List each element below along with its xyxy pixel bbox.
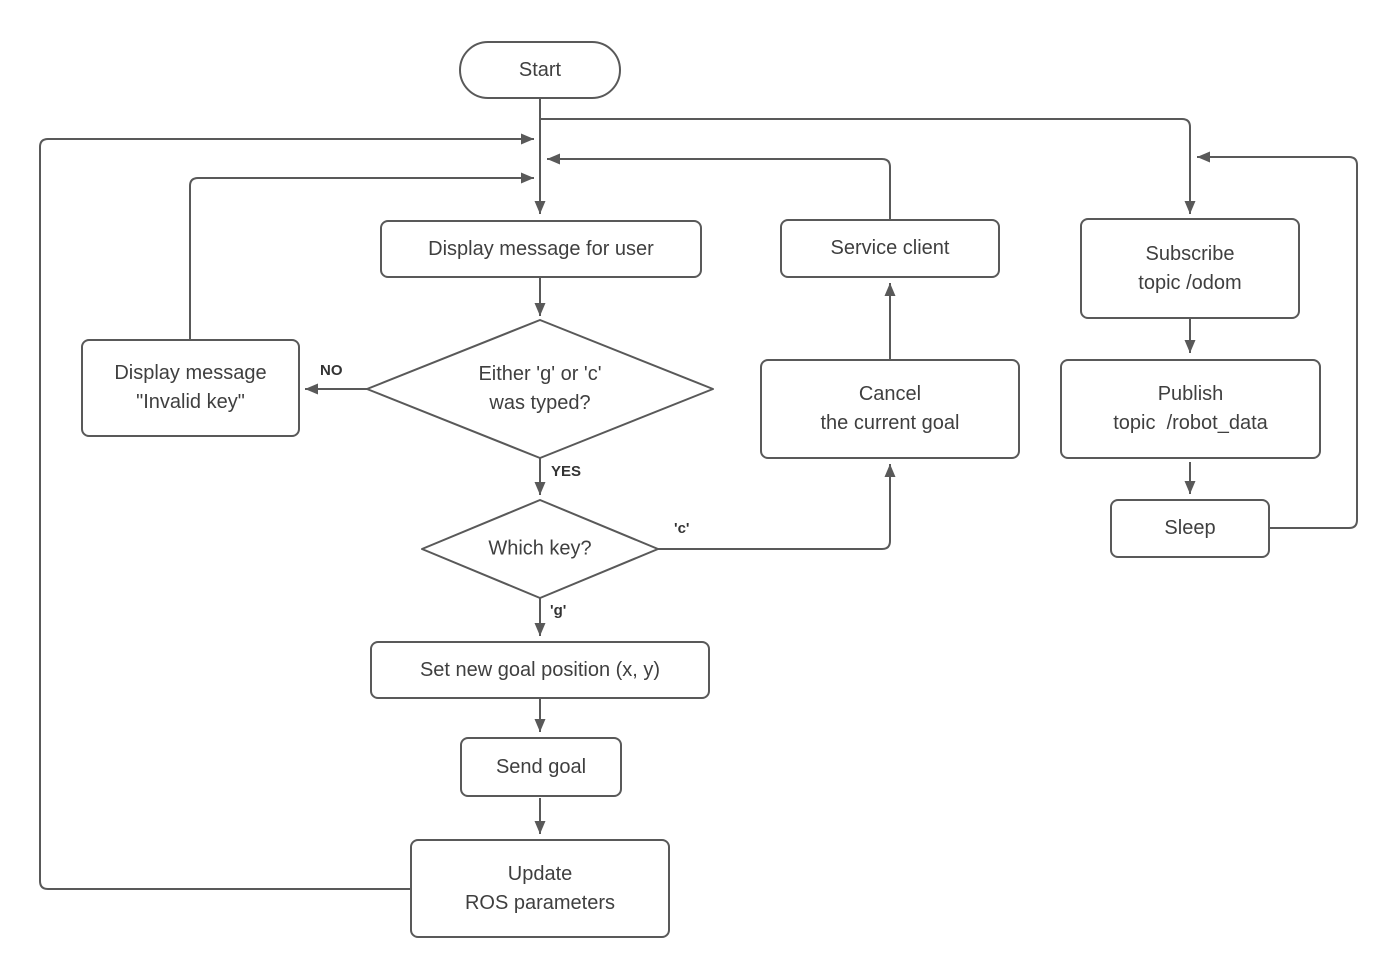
node-cancel-goal-label: Cancel the current goal	[820, 383, 960, 434]
edge-label-key-c: 'c'	[674, 520, 690, 537]
node-publish-robot-data: Publish topic /robot_data	[1060, 359, 1321, 459]
node-update-params-label: Update ROS parameters	[464, 862, 616, 914]
node-invalid-key: Display message "Invalid key"	[81, 339, 300, 437]
node-which-key-decision-label: Which key?	[488, 537, 592, 560]
edge-label-no: NO	[320, 362, 343, 379]
edge-label-key-g: 'g'	[550, 602, 567, 619]
node-update-params: Update ROS parameters	[410, 839, 670, 938]
edge-sleep-loop-back	[1197, 151, 1358, 529]
edge-update-params-loop-back	[39, 133, 534, 890]
node-service-client-label: Service client	[830, 237, 950, 259]
node-sleep: Sleep	[1110, 499, 1270, 558]
node-invalid-key-label: Display message "Invalid key"	[114, 362, 267, 413]
node-publish-robot-data-label: Publish topic /robot_data	[1113, 383, 1268, 434]
node-key-typed-decision-label: Either 'g' or 'c' was typed?	[478, 363, 602, 414]
node-display-message-label: Display message for user	[428, 237, 654, 260]
node-cancel-goal: Cancel the current goal	[760, 359, 1020, 459]
node-start-label: Start	[518, 58, 562, 81]
edge-which-key-c-to-cancel	[658, 464, 896, 550]
node-send-goal: Send goal	[460, 737, 622, 797]
node-service-client: Service client	[780, 219, 1000, 278]
node-subscribe-odom: Subscribe topic /odom	[1080, 218, 1300, 319]
node-set-goal: Set new goal position (x, y)	[370, 641, 710, 699]
node-set-goal-label: Set new goal position (x, y)	[419, 658, 661, 681]
node-send-goal-label: Send goal	[495, 755, 587, 778]
node-sleep-label: Sleep	[1164, 517, 1216, 539]
edge-label-yes: YES	[551, 463, 582, 480]
shape-decision-key-typed	[366, 319, 714, 459]
edge-service-client-loop-back	[547, 153, 891, 219]
node-start: Start	[459, 41, 621, 99]
edge-start-branch-to-subscribe	[540, 118, 1196, 214]
node-display-message: Display message for user	[380, 220, 702, 278]
node-subscribe-odom-label: Subscribe topic /odom	[1138, 242, 1242, 294]
edge-invalid-key-loop-back	[189, 172, 534, 339]
shape-decision-which-key	[421, 499, 659, 599]
